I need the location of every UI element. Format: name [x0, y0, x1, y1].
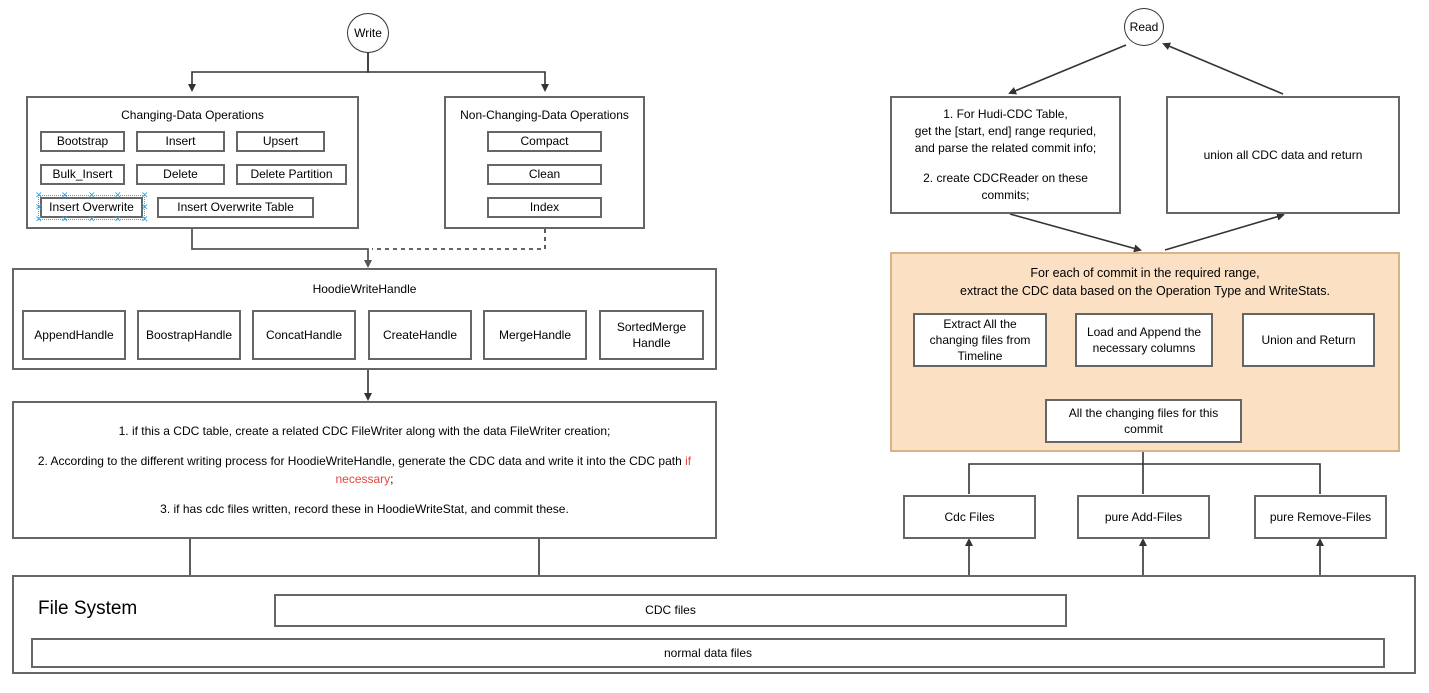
cdc-logic-line-2: 2. According to the different writing pr… — [24, 452, 705, 488]
handle-merge[interactable]: MergeHandle — [483, 310, 587, 360]
selection-handle-icon[interactable]: ✕ — [61, 214, 69, 224]
extract-changing-files-box[interactable]: Extract All the changing files from Time… — [913, 313, 1047, 367]
read-step1-line: 1. For Hudi-CDC Table, — [943, 106, 1068, 121]
cdc-files-source-box[interactable]: Cdc Files — [903, 495, 1036, 539]
selection-outline — [38, 195, 145, 220]
op-index[interactable]: Index — [487, 197, 602, 218]
op-label: Index — [529, 200, 560, 215]
op-label: Delete Partition — [250, 167, 333, 182]
all-changing-files-box[interactable]: All the changing files for this commit — [1045, 399, 1242, 443]
op-label: Clean — [528, 167, 561, 182]
handle-append[interactable]: AppendHandle — [22, 310, 126, 360]
read-step1-box[interactable]: 1. For Hudi-CDC Table, get the [start, e… — [890, 96, 1121, 214]
op-insert[interactable]: Insert — [136, 131, 225, 152]
selection-handle-icon[interactable]: ✕ — [141, 190, 149, 200]
selection-handle-icon[interactable]: ✕ — [35, 214, 43, 224]
op-label: Delete — [163, 167, 198, 182]
write-start-label: Write — [354, 26, 382, 40]
op-label: Insert Overwrite — [49, 200, 134, 215]
step-label: All the changing files for this commit — [1068, 405, 1219, 436]
read-step1-line: commits; — [981, 188, 1030, 203]
op-bootstrap[interactable]: Bootstrap — [40, 131, 125, 152]
handle-boostrap[interactable]: BoostrapHandle — [137, 310, 241, 360]
selection-handle-icon[interactable]: ✕ — [141, 202, 149, 212]
cdc-logic-line-2-a: 2. According to the different writing pr… — [37, 454, 686, 468]
cdc-logic-line-1: 1. if this a CDC table, create a related… — [118, 424, 611, 438]
selection-handle-icon[interactable]: ✕ — [88, 214, 96, 224]
handle-label: SortedMerge Handle — [616, 319, 687, 350]
handle-create[interactable]: CreateHandle — [368, 310, 472, 360]
non-changing-data-operations-title: Non-Changing-Data Operations — [460, 108, 629, 122]
read-start-node[interactable]: Read — [1124, 8, 1164, 46]
handle-label: AppendHandle — [34, 327, 114, 342]
read-step1-line: and parse the related commit info; — [914, 141, 1097, 156]
step-label: Extract All the changing files from Time… — [929, 316, 1031, 364]
selection-handle-icon[interactable]: ✕ — [114, 190, 122, 200]
op-label: Insert — [165, 134, 196, 149]
hoodie-write-handle-title: HoodieWriteHandle — [312, 282, 417, 296]
file-source-label: pure Add-Files — [1104, 509, 1183, 524]
pure-remove-files-box[interactable]: pure Remove-Files — [1254, 495, 1387, 539]
read-step1-line: 2. create CDCReader on these — [923, 170, 1088, 185]
op-label: Upsert — [262, 134, 299, 149]
cdc-logic-emphasis: if necessary — [335, 454, 692, 486]
cdc-files-label: CDC files — [645, 603, 696, 618]
cdc-files-store[interactable]: CDC files — [274, 594, 1067, 627]
op-bulk-insert[interactable]: Bulk_Insert — [40, 164, 125, 185]
file-source-label: pure Remove-Files — [1269, 509, 1372, 524]
op-label: Compact — [520, 134, 569, 149]
selection-handle-icon[interactable]: ✕ — [35, 190, 43, 200]
orange-panel-title-line-2: extract the CDC data based on the Operat… — [960, 284, 1330, 299]
cdc-logic-line-3: 3. if has cdc files written, record thes… — [160, 502, 569, 516]
op-compact[interactable]: Compact — [487, 131, 602, 152]
pure-add-files-box[interactable]: pure Add-Files — [1077, 495, 1210, 539]
cdc-write-logic-box[interactable]: 1. if this a CDC table, create a related… — [12, 401, 717, 539]
read-step1-line: get the [start, end] range requried, — [914, 123, 1097, 138]
op-label: Bulk_Insert — [52, 167, 113, 182]
step-label: Load and Append the necessary columns — [1086, 324, 1202, 355]
op-upsert[interactable]: Upsert — [236, 131, 325, 152]
write-start-node[interactable]: Write — [347, 13, 389, 53]
selection-handle-icon[interactable]: ✕ — [114, 214, 122, 224]
union-all-cdc-box[interactable]: union all CDC data and return — [1166, 96, 1400, 214]
handle-concat[interactable]: ConcatHandle — [252, 310, 356, 360]
changing-data-operations-title: Changing-Data Operations — [121, 108, 264, 122]
handle-label: MergeHandle — [498, 327, 572, 342]
op-label: Insert Overwrite Table — [177, 200, 294, 215]
step-label: Union and Return — [1261, 332, 1356, 347]
handle-label: CreateHandle — [382, 327, 458, 342]
handle-label: ConcatHandle — [265, 327, 343, 342]
read-start-label: Read — [1129, 20, 1159, 34]
op-insert-overwrite[interactable]: Insert Overwrite — [40, 197, 143, 218]
op-insert-overwrite-table[interactable]: Insert Overwrite Table — [157, 197, 314, 218]
file-source-label: Cdc Files — [944, 509, 995, 524]
normal-data-files-store[interactable]: normal data files — [31, 638, 1385, 668]
selection-handle-icon[interactable]: ✕ — [35, 202, 43, 212]
op-label: Bootstrap — [56, 134, 109, 149]
op-delete-partition[interactable]: Delete Partition — [236, 164, 347, 185]
file-system-label: File System — [38, 598, 138, 619]
selection-handle-icon[interactable]: ✕ — [88, 190, 96, 200]
cdc-logic-line-2-b: ; — [390, 472, 394, 486]
normal-data-files-label: normal data files — [663, 645, 753, 660]
selection-handle-icon[interactable]: ✕ — [141, 214, 149, 224]
selection-handle-icon[interactable]: ✕ — [61, 190, 69, 200]
handle-label: BoostrapHandle — [145, 327, 233, 342]
union-all-cdc-label: union all CDC data and return — [1203, 147, 1363, 162]
op-clean[interactable]: Clean — [487, 164, 602, 185]
union-and-return-box[interactable]: Union and Return — [1242, 313, 1375, 367]
load-append-columns-box[interactable]: Load and Append the necessary columns — [1075, 313, 1213, 367]
orange-panel-title-line-1: For each of commit in the required range… — [1030, 266, 1260, 280]
op-delete[interactable]: Delete — [136, 164, 225, 185]
handle-sorted-merge[interactable]: SortedMerge Handle — [599, 310, 704, 360]
